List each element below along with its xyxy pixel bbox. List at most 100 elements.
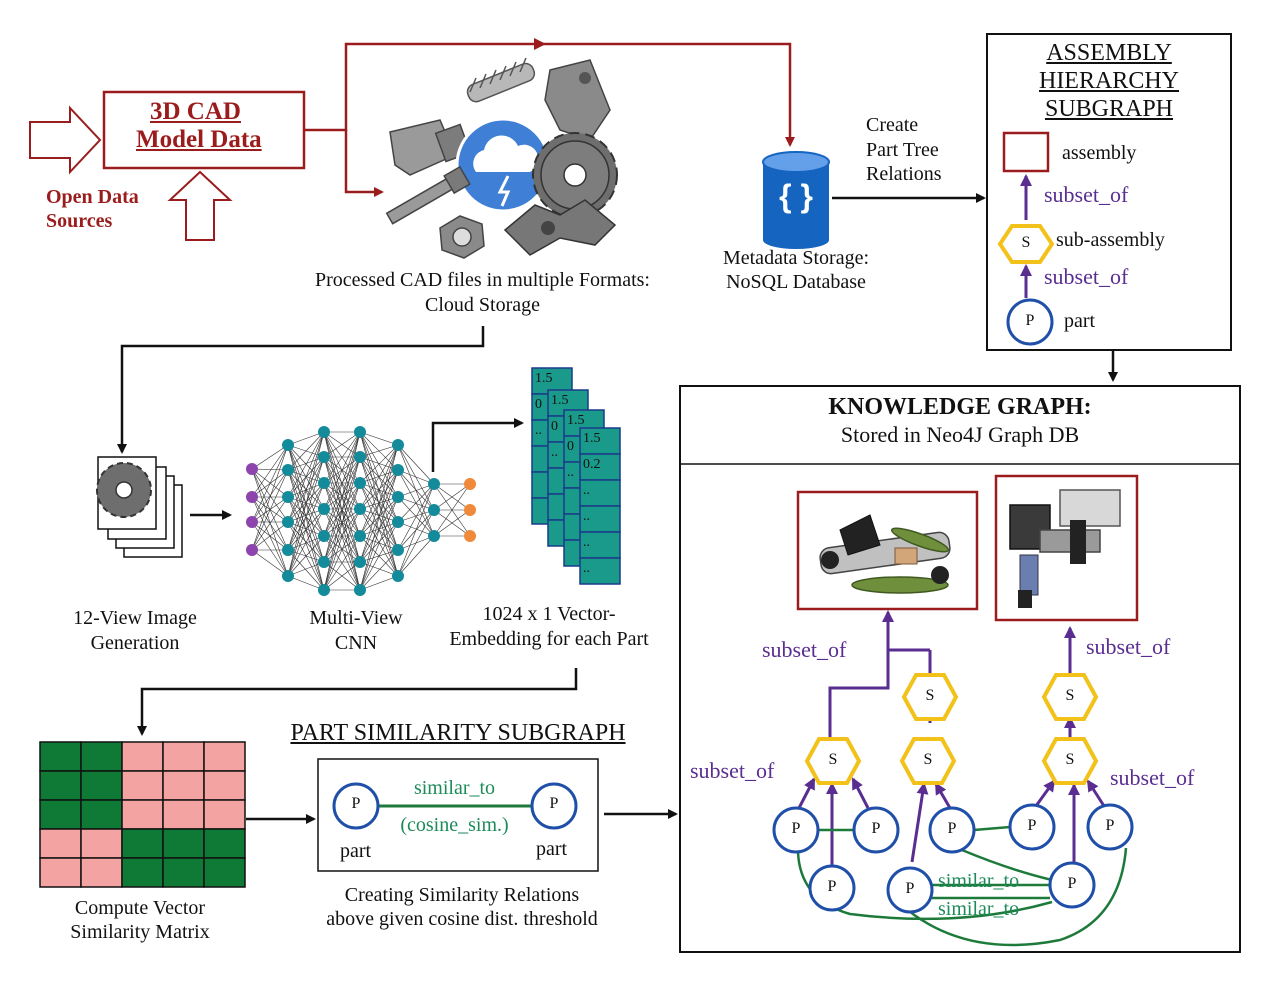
vector-value: 1.5 <box>583 431 601 446</box>
cnn-connection <box>397 509 435 577</box>
relation-line2: Part Tree <box>866 139 939 161</box>
cnn-neuron <box>318 556 330 568</box>
cnn-connection <box>323 431 361 458</box>
matrix-cell <box>80 828 123 859</box>
cnn-neuron <box>354 426 366 438</box>
cnn-connection <box>359 521 399 563</box>
mid-top-arrowhead <box>534 38 546 50</box>
kg-part-circle <box>928 806 976 854</box>
cnn-neuron <box>282 544 294 556</box>
vector-to-matrix-connector <box>137 668 578 736</box>
similarity-matrix <box>39 741 246 888</box>
cnn-neuron <box>354 477 366 489</box>
cnn-neuron <box>354 451 366 463</box>
cnn-neuron <box>246 544 258 556</box>
kg-subset-label-left-top: subset_of <box>762 637 847 662</box>
cnn-connection <box>287 431 325 498</box>
cnn-connection <box>251 444 289 523</box>
gear-part <box>532 132 618 218</box>
matrix-cell <box>162 741 205 772</box>
metadata-line2: NoSQL Database <box>726 271 866 293</box>
cnn-neuron <box>428 530 440 542</box>
kg-similar-label-1: similar_to <box>938 870 1020 892</box>
vector-value: .. <box>551 445 558 460</box>
cnn-neuron <box>464 504 476 516</box>
cnn-connection <box>397 483 435 498</box>
cnn-connection <box>397 444 435 511</box>
subassembly-symbol: S <box>1021 234 1031 251</box>
similarity-right-part-label: part <box>536 838 568 860</box>
kg-part-circle <box>1048 861 1096 909</box>
kg-subassembly-hex <box>899 737 957 785</box>
cnn-connection <box>359 444 399 484</box>
metadata-line1: Metadata Storage: <box>722 247 870 269</box>
cnn-connection <box>359 444 399 591</box>
cnn-neuron <box>354 503 366 515</box>
cnn-connection <box>359 431 399 446</box>
kg-subset-label-right-top: subset_of <box>1086 634 1171 659</box>
similarity-caption-line2: above given cosine dist. threshold <box>326 908 598 930</box>
subassembly-legend-hex <box>997 224 1055 264</box>
cnn-connection <box>397 483 435 551</box>
cnn-connection <box>359 549 399 591</box>
database-icon <box>762 151 830 249</box>
cnn-neuron <box>392 491 404 503</box>
matrix-cell <box>203 828 246 859</box>
cnn-connection <box>359 431 399 498</box>
kg-similar-label-2: similar_to <box>938 898 1020 920</box>
cnn-connection <box>397 469 435 511</box>
cnn-connection <box>397 509 435 523</box>
matrix-cell <box>39 770 82 801</box>
cnn-neuron <box>392 544 404 556</box>
cnn-connection <box>287 482 325 577</box>
cnn-neuron <box>464 478 476 490</box>
matrix-cell <box>203 799 246 830</box>
kg-subassembly-symbol: S <box>1065 687 1075 704</box>
hierarchy-edge-label-1: subset_of <box>1044 182 1129 207</box>
cnn-connection <box>287 561 325 577</box>
vector-cell <box>579 427 621 455</box>
cnn-connection <box>323 456 361 510</box>
cnn-connection <box>359 561 399 577</box>
cnn-connection <box>323 508 361 591</box>
kg-subassembly-nodes <box>804 673 1099 785</box>
matrix-cell <box>203 770 246 801</box>
kg-subtitle: Stored in Neo4J Graph DB <box>840 422 1080 447</box>
kg-part-symbol: P <box>871 820 881 837</box>
cad-to-cloud-connector <box>344 130 384 197</box>
vector-value: .. <box>583 483 590 498</box>
kg-title: KNOWLEDGE GRAPH: <box>828 394 1092 420</box>
vector-value: .. <box>583 535 590 550</box>
cnn-connection <box>251 444 289 470</box>
similarity-left-part-label: part <box>340 840 372 862</box>
part-label: part <box>1064 310 1096 332</box>
processed-caption-line1: Processed CAD files in multiple Formats: <box>315 269 650 291</box>
matrix-cell <box>39 741 82 772</box>
cnn-connection <box>251 549 289 577</box>
open-sources-arrow-left <box>29 105 102 175</box>
cnn-connection <box>287 431 325 446</box>
matrix-cell <box>121 770 164 801</box>
cnn-connection <box>323 482 361 591</box>
cnn-neuron <box>282 439 294 451</box>
embedding-caption-line2: Embedding for each Part <box>449 628 649 650</box>
kg-box <box>679 385 1241 953</box>
cnn-connection <box>251 521 289 551</box>
vector-embeddings <box>531 367 621 585</box>
cnn-connection <box>287 575 325 591</box>
vector-value: .. <box>583 509 590 524</box>
cnn-connection <box>359 469 399 510</box>
cnn-neuron <box>354 584 366 596</box>
matrix-cell <box>162 857 205 888</box>
bracket-part <box>544 59 611 141</box>
matrix-cell <box>121 799 164 830</box>
cnn-connection <box>323 456 361 563</box>
vector-value: 0 <box>535 397 542 412</box>
cnn-connection <box>359 496 399 591</box>
yoke-part <box>503 199 617 256</box>
cnn-connection <box>251 469 289 551</box>
cnn-connection <box>251 468 289 577</box>
cnn-neuron <box>246 491 258 503</box>
cnn-connection <box>323 431 361 563</box>
cnn-connection <box>397 496 435 511</box>
